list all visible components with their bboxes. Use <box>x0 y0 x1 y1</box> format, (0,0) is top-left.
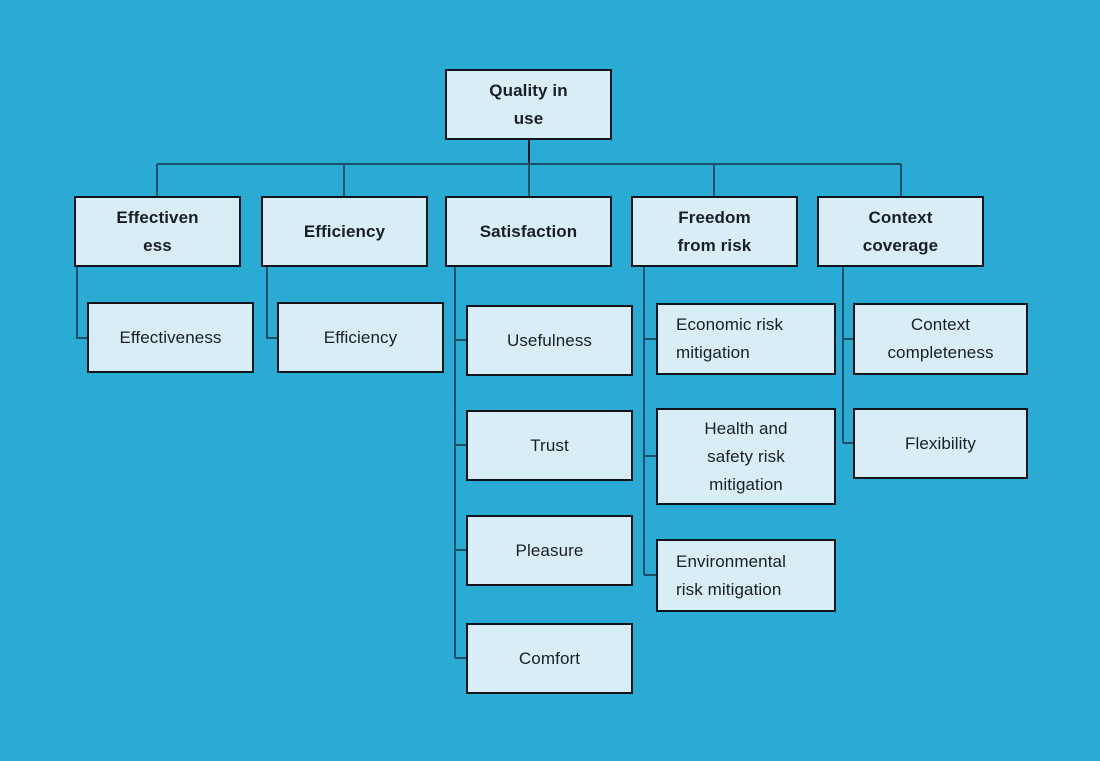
node-context-coverage-category[interactable]: Context coverage <box>817 196 984 267</box>
node-comfort[interactable]: Comfort <box>466 623 633 694</box>
node-economic-risk-mitigation[interactable]: Economic risk mitigation <box>656 303 836 375</box>
node-environmental-risk-mitigation[interactable]: Environmental risk mitigation <box>656 539 836 612</box>
node-efficiency[interactable]: Efficiency <box>277 302 444 373</box>
node-context-completeness[interactable]: Context completeness <box>853 303 1028 375</box>
node-usefulness[interactable]: Usefulness <box>466 305 633 376</box>
node-health-safety-risk-mitigation[interactable]: Health and safety risk mitigation <box>656 408 836 505</box>
node-freedom-from-risk-category[interactable]: Freedom from risk <box>631 196 798 267</box>
node-efficiency-category[interactable]: Efficiency <box>261 196 428 267</box>
node-pleasure[interactable]: Pleasure <box>466 515 633 586</box>
node-quality-in-use[interactable]: Quality in use <box>445 69 612 140</box>
node-effectiveness[interactable]: Effectiveness <box>87 302 254 373</box>
node-effectiveness-category[interactable]: Effectiven ess <box>74 196 241 267</box>
node-satisfaction-category[interactable]: Satisfaction <box>445 196 612 267</box>
node-flexibility[interactable]: Flexibility <box>853 408 1028 479</box>
node-trust[interactable]: Trust <box>466 410 633 481</box>
